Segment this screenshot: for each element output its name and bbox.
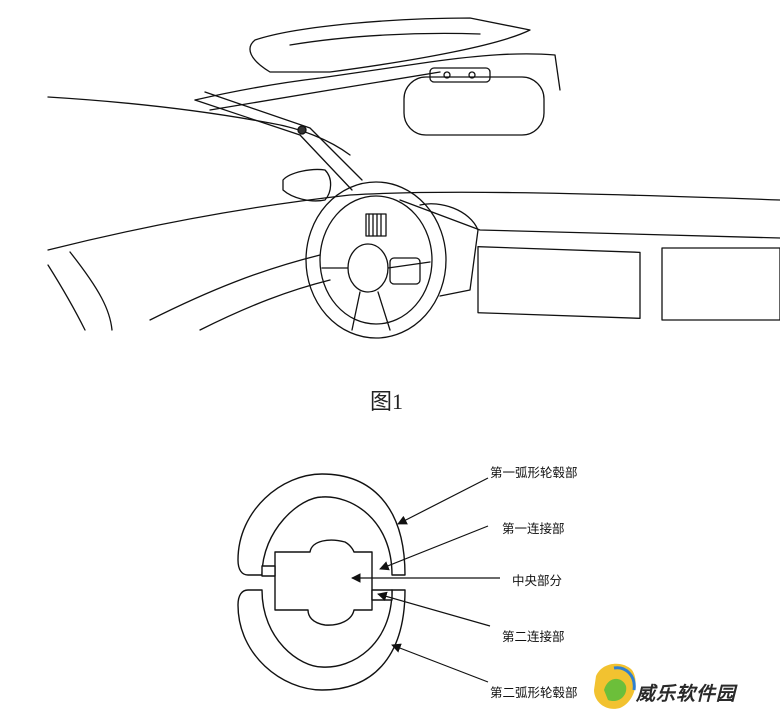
a-pillar xyxy=(194,91,363,191)
first-connector xyxy=(261,565,276,577)
watermark-text: 威乐软件园 xyxy=(636,683,737,705)
windshield-top-edge xyxy=(47,96,351,156)
label-first-arc-rim: 第一弧形轮毂部 xyxy=(490,465,578,480)
leader-first-arc-rim xyxy=(397,477,489,525)
steering-wheel-outer xyxy=(305,181,447,339)
label-first-connector: 第一连接部 xyxy=(502,521,565,536)
car-interior-drawing xyxy=(47,17,780,339)
label-second-arc-rim: 第二弧形轮毂部 xyxy=(490,685,578,700)
central-part xyxy=(274,539,373,626)
center-display xyxy=(477,246,641,319)
dashboard-top xyxy=(47,191,780,251)
label-central-part: 中央部分 xyxy=(512,573,563,588)
sun-visor xyxy=(249,17,531,73)
label-second-connector: 第二连接部 xyxy=(502,629,565,644)
steering-grille xyxy=(365,213,387,237)
leader-second-connector xyxy=(377,591,491,627)
first-arc-rim xyxy=(237,473,406,576)
leader-lines xyxy=(351,477,500,683)
steering-wheel-inner xyxy=(319,195,433,325)
headliner-console xyxy=(194,53,561,111)
watermark-logo xyxy=(594,663,636,709)
leader-second-arc-rim xyxy=(391,643,489,683)
leader-first-connector xyxy=(379,525,489,571)
figure1-caption: 图1 xyxy=(370,389,404,414)
steering-hub xyxy=(347,243,389,293)
side-mirror xyxy=(282,168,332,202)
rear-view-mirror xyxy=(403,76,545,136)
second-arc-rim xyxy=(237,589,406,691)
pillar-camera xyxy=(297,125,307,135)
steering-schematic xyxy=(237,473,406,691)
